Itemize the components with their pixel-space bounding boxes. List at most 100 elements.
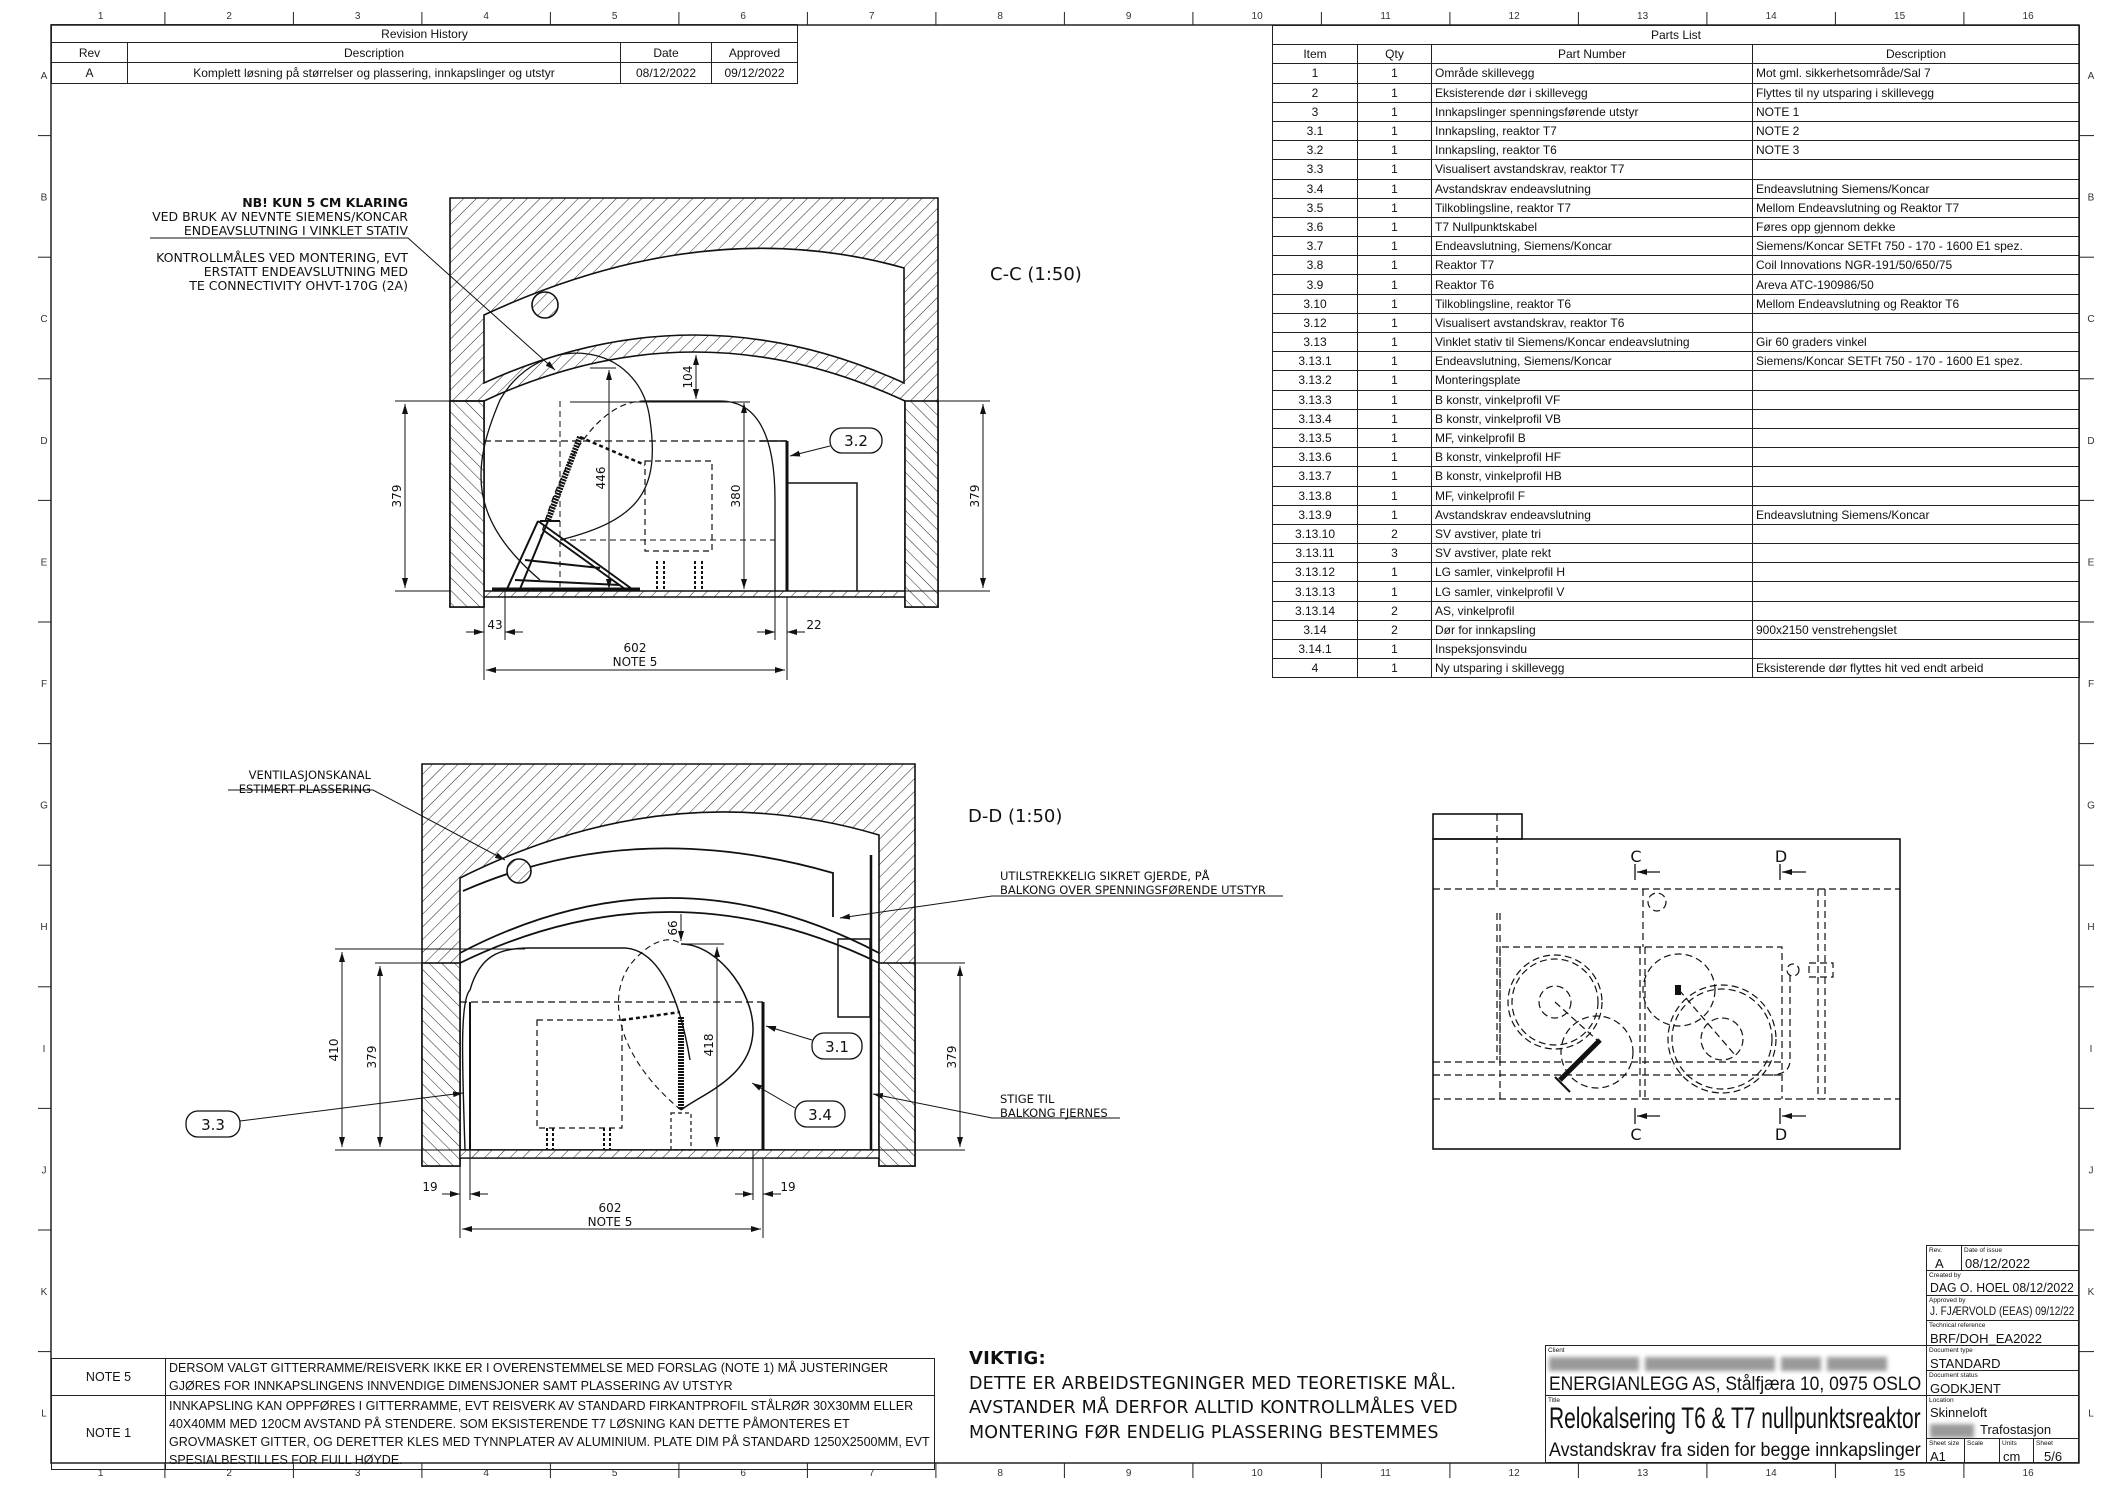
parts-cell-item: 3.13.12 <box>1272 562 1358 583</box>
parts-cell-qty: 1 <box>1357 312 1432 334</box>
frame-column-label: 1 <box>98 11 104 22</box>
redacted-text <box>1645 1356 1775 1371</box>
dd-reactor-t7 <box>536 1019 623 1129</box>
tb-doctype-value: STANDARD <box>1930 1356 2001 1371</box>
tb-caption: Date of issue <box>1964 1247 2002 1254</box>
tb-approved-value: J. FJÆRVOLD (EEAS) 09/12/22 <box>1930 1306 2075 1318</box>
dd-dim-left-gap: 19 <box>422 1180 437 1194</box>
balloon-3-3 <box>185 1110 241 1138</box>
note-row: NOTE 1 INNKAPSLING KAN OPPFØRES I GITTER… <box>51 1395 935 1471</box>
section-cc-drawing <box>150 197 990 680</box>
tb-date: Date of issue 08/12/2022 <box>1961 1245 2079 1271</box>
parts-cell-part-number: Ny utsparing i skillevegg <box>1431 658 1753 679</box>
tb-caption: Document status <box>1929 1372 1978 1379</box>
tb-client: Client ENERGIANLEGG AS, Stålfjæra 10, 09… <box>1545 1345 1927 1396</box>
tb-approved: Approved by J. FJÆRVOLD (EEAS) 09/12/22 <box>1926 1295 2079 1321</box>
parts-cell-description <box>1751 466 2081 487</box>
parts-cell-item: 3.1 <box>1272 120 1358 142</box>
frame-column-label: 15 <box>1894 1468 1906 1479</box>
parts-cell-description <box>1751 562 2081 583</box>
dd-walls-hatched <box>421 763 916 1167</box>
plan-section-c-bottom: C <box>1630 1125 1641 1144</box>
tb-caption: Scale <box>1967 1440 1984 1447</box>
parts-cell-part-number: Tilkoblingsline, reaktor T6 <box>1431 293 1753 314</box>
parts-cell-qty: 1 <box>1357 140 1432 161</box>
important-line: DETTE ER ARBEIDSTEGNINGER MED TEORETISKE… <box>969 1373 1457 1394</box>
parts-cell-description <box>1751 370 2081 391</box>
frame-column-label: 8 <box>997 11 1003 22</box>
frame-column-label: 7 <box>869 1468 875 1479</box>
parts-cell-description <box>1751 447 2081 468</box>
plan-view <box>1432 813 1901 1150</box>
parts-cell-qty: 1 <box>1357 255 1432 276</box>
parts-cell-item: 3.8 <box>1272 255 1358 276</box>
cc-dim-right-gap: 22 <box>806 618 821 632</box>
redacted-text <box>1781 1356 1821 1371</box>
parts-cell-description <box>1751 581 2081 602</box>
tb-caption: Created by <box>1929 1272 1961 1279</box>
parts-cell-item: 4 <box>1272 658 1358 679</box>
dd-ladder-label: BALKONG FJERNES <box>1000 1106 1108 1120</box>
redacted-text <box>1827 1356 1887 1371</box>
frame-column-label: 13 <box>1637 11 1649 22</box>
tb-caption: Title <box>1548 1397 1561 1404</box>
parts-cell-qty: 1 <box>1357 389 1432 410</box>
frame-column-label: 6 <box>740 11 746 22</box>
parts-cell-part-number: Avstandskrav endeavslutning <box>1431 504 1753 525</box>
tb-location-line2: Trafostasjon <box>1980 1422 2052 1437</box>
parts-cell-part-number: Tilkoblingsline, reaktor T7 <box>1431 197 1753 218</box>
frame-row-label: C <box>40 314 47 325</box>
plan-view-labels: C D C D <box>1630 847 1787 1144</box>
note-label: NOTE 1 <box>51 1395 166 1471</box>
parts-list-title: Parts List <box>1271 24 2081 46</box>
parts-cell-item: 3.5 <box>1272 197 1358 218</box>
rev-cell-approved: 09/12/2022 <box>710 62 799 84</box>
frame-column-label: 11 <box>1380 1468 1391 1479</box>
tb-client-address: ENERGIANLEGG AS, Stålfjæra 10, 0975 OSLO <box>1549 1373 1922 1395</box>
parts-header-description: Description <box>1751 44 2081 65</box>
dd-right-wall <box>878 962 916 1167</box>
frame-row-label: E <box>2088 557 2095 568</box>
parts-cell-item: 2 <box>1272 82 1358 103</box>
frame-column-label: 1 <box>98 1468 104 1479</box>
parts-cell-qty: 1 <box>1357 466 1432 487</box>
frame-column-label: 16 <box>2023 11 2035 22</box>
section-cc-labels: C-C (1:50) NB! KUN 5 CM KLARING VED BRUK… <box>152 195 1082 669</box>
parts-cell-qty: 1 <box>1357 447 1432 468</box>
parts-cell-qty: 2 <box>1357 619 1432 641</box>
parts-cell-item: 3.13.9 <box>1272 504 1358 525</box>
notes-table: NOTE 5 DERSOM VALGT GITTERRAMME/REISVERK… <box>51 1357 935 1471</box>
parts-cell-qty: 1 <box>1357 178 1432 199</box>
parts-cell-description <box>1751 408 2081 429</box>
frame-column-label: 10 <box>1252 1468 1264 1479</box>
frame-row-label: B <box>2088 193 2095 204</box>
parts-cell-item: 3.13.6 <box>1272 447 1358 468</box>
parts-cell-item: 3 <box>1272 101 1358 122</box>
parts-cell-qty: 1 <box>1357 63 1432 84</box>
dd-left-wall <box>421 962 461 1167</box>
parts-cell-description: Mellom Endeavslutning og Reaktor T7 <box>1751 197 2081 218</box>
note-label: NOTE 5 <box>51 1357 166 1397</box>
parts-cell-qty: 1 <box>1357 658 1432 679</box>
cc-callout2-line: KONTROLLMÅLES VED MONTERING, EVT <box>156 250 408 265</box>
parts-cell-description: Areva ATC-190986/50 <box>1751 274 2081 295</box>
parts-cell-part-number: Endeavslutning, Siemens/Koncar <box>1431 236 1753 257</box>
parts-cell-qty: 3 <box>1357 543 1432 564</box>
tb-created: Created by DAG O. HOEL 08/12/2022 <box>1926 1270 2079 1296</box>
cc-termination-insulator <box>545 435 583 522</box>
parts-cell-part-number: LG samler, vinkelprofil V <box>1431 581 1753 602</box>
frame-column-label: 9 <box>1126 11 1132 22</box>
important-line: MONTERING FØR ENDELIG PLASSERING BESTEMM… <box>969 1422 1439 1443</box>
balloon-3-1-label: 3.1 <box>825 1038 849 1056</box>
cc-dim-clearance-height: 446 <box>594 467 608 490</box>
frame-row-label: G <box>40 801 48 812</box>
